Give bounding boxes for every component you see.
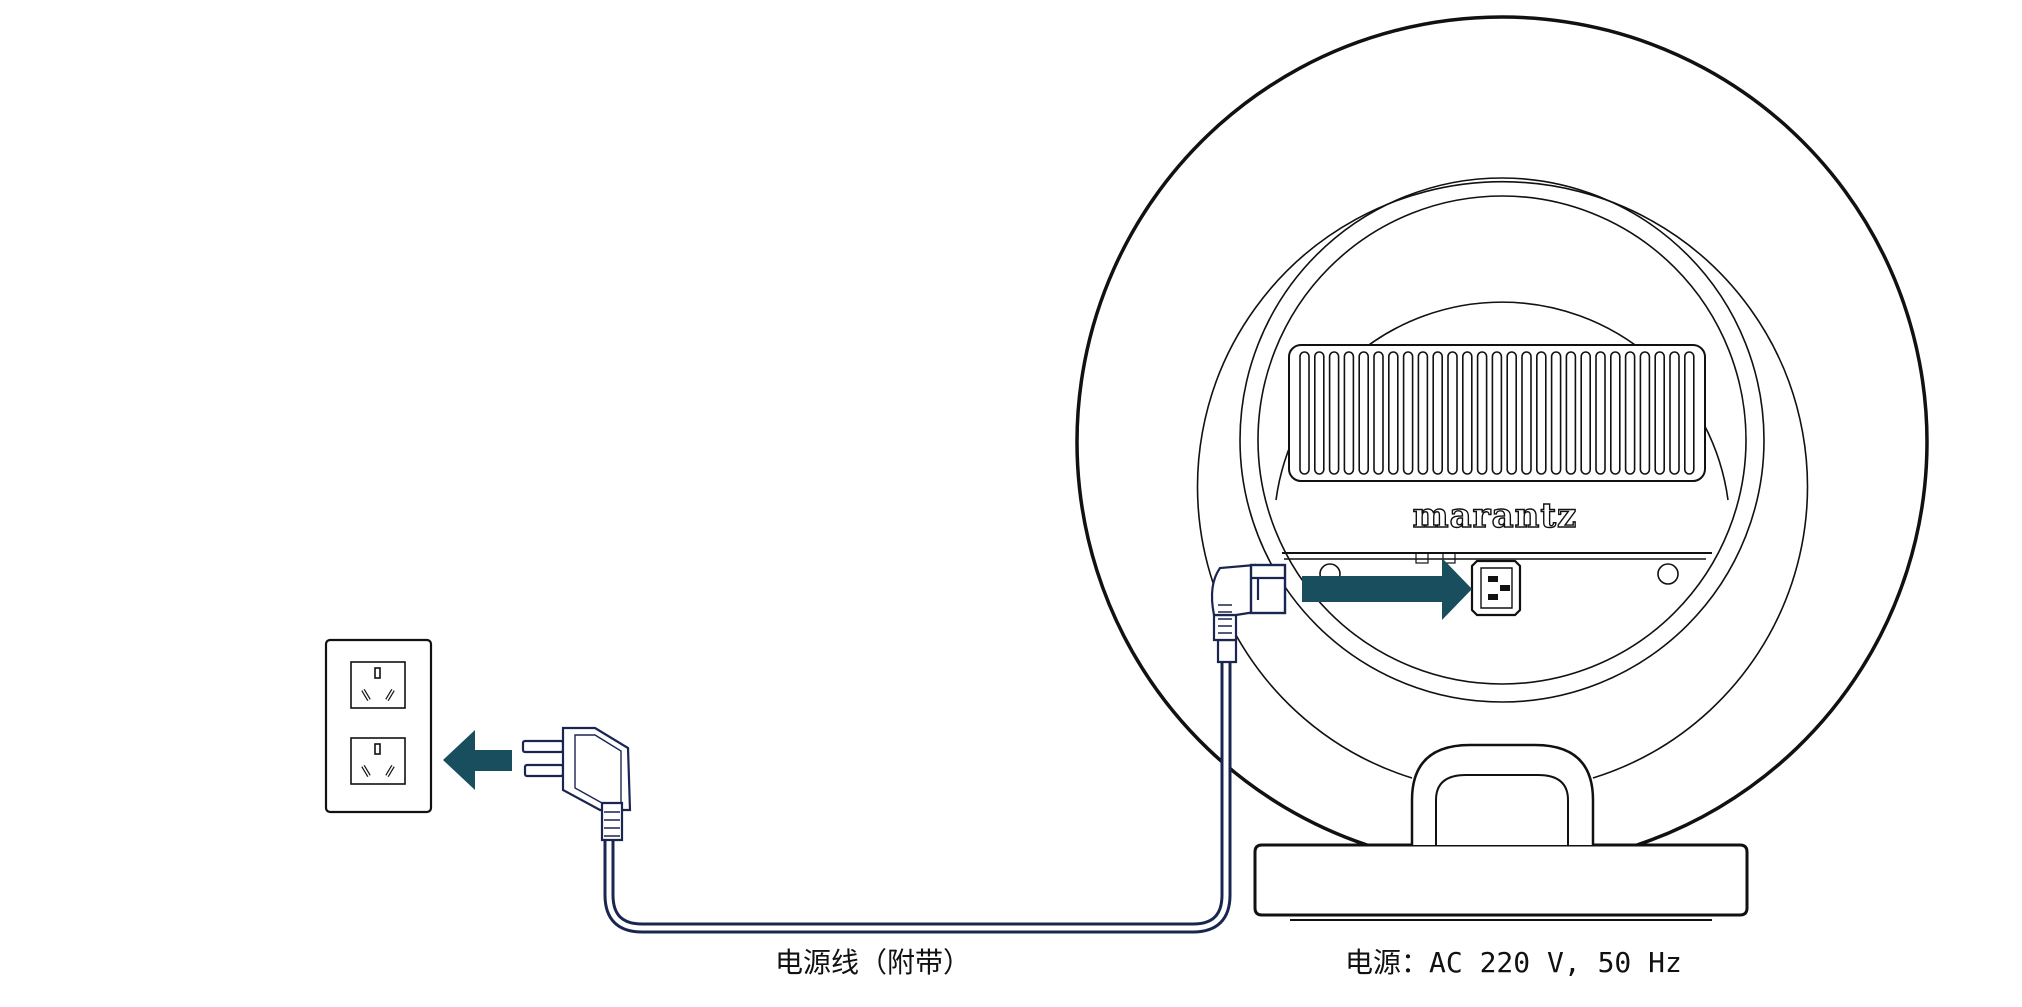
vent-slot (1432, 351, 1443, 475)
vent-slot (1565, 351, 1577, 475)
vent-slot (1417, 351, 1429, 475)
vent-slot (1476, 351, 1488, 475)
vent-slot (1299, 351, 1310, 475)
vent-slot (1654, 351, 1665, 475)
socket-upper (350, 661, 406, 709)
vent-slot (1521, 351, 1532, 475)
arrow-right-icon (1302, 558, 1472, 620)
speaker-rear-panel-outer (1239, 177, 1765, 703)
vent-slot (1536, 351, 1547, 475)
wall-outlet-icon (324, 638, 433, 814)
vent-slot (1550, 351, 1562, 475)
speaker-rear-panel-inner (1257, 195, 1747, 685)
vent-slot (1639, 351, 1651, 475)
vent-slot (1624, 351, 1636, 475)
brand-logo: marantz (1413, 496, 1578, 536)
vent-slot (1506, 351, 1517, 475)
vent-slot (1447, 351, 1458, 475)
vent-slot (1595, 351, 1606, 475)
vent-slot (1343, 351, 1355, 475)
connector-panel (1282, 552, 1712, 585)
arrow-left-icon (443, 730, 512, 790)
vent-slot (1684, 351, 1695, 475)
ac-inlet-icon (1470, 559, 1522, 617)
vent-grille (1288, 344, 1706, 482)
power-cord-caption: 电源线（附带） (775, 946, 972, 979)
power-plug-icon (521, 726, 632, 842)
speaker-outer-ring (1075, 15, 1929, 847)
vent-slot (1328, 351, 1340, 475)
vent-slot (1358, 351, 1369, 475)
vent-slot (1402, 351, 1414, 475)
speaker-base (1253, 843, 1749, 921)
vent-slot (1491, 351, 1503, 475)
vent-slot (1580, 351, 1591, 475)
iec-connector (1210, 563, 1287, 664)
speaker-stand (1410, 743, 1595, 845)
vent-slot (1373, 351, 1384, 475)
socket-lower (350, 737, 406, 785)
vent-slot (1669, 351, 1680, 475)
vent-slot (1462, 351, 1473, 475)
power-supply-caption: 电源：AC 220 V, 50 Hz (1345, 946, 1682, 979)
power-cord (603, 660, 1232, 934)
speaker-device (1075, 15, 1929, 921)
vent-slot (1388, 351, 1399, 475)
vent-slot (1314, 351, 1325, 475)
vent-slot (1610, 351, 1621, 475)
